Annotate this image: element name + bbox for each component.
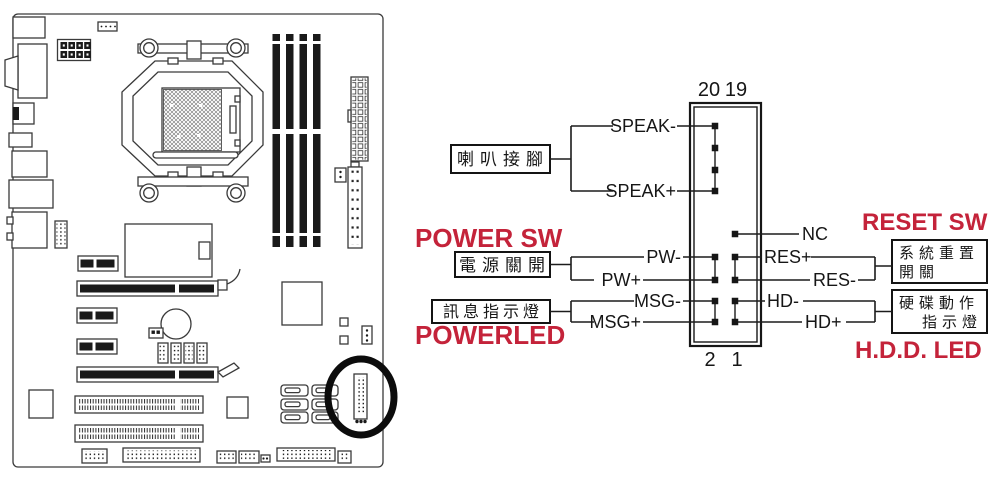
pin-number-19: 19: [725, 79, 747, 101]
msg-minus-label: MSG-: [634, 291, 681, 311]
hdd-box-label-line1: 硬碟動作: [899, 295, 979, 312]
cmos-battery: [148, 308, 192, 340]
reset-switch-box: [891, 239, 988, 284]
nc-label: NC: [802, 224, 828, 244]
pci-slots: [74, 395, 204, 443]
reset-sw-title: RESET SW: [862, 209, 988, 236]
southbridge-chip: [281, 281, 323, 326]
front-panel-header: [353, 373, 368, 424]
hdd-led-box: [891, 289, 988, 334]
cpu-socket: [121, 38, 264, 203]
pin-number-20: 20: [698, 79, 720, 101]
northbridge-chip: [124, 223, 213, 278]
pw-minus-label: PW-: [646, 247, 681, 267]
pinout-diagram: 20 19 2 1 SPEAK- SPEAK+ PW- PW+ MSG- MSG…: [415, 79, 988, 371]
msg-plus-label: MSG+: [589, 312, 641, 332]
hdd-box-label-line2: 指示燈: [922, 314, 982, 331]
vga-port: [4, 55, 19, 91]
speaker-box: [450, 144, 551, 174]
pw-plus-label: PW+: [601, 270, 641, 290]
motherboard-illustration: [4, 13, 398, 468]
usb-headers: [157, 342, 208, 364]
speak-minus-label: SPEAK-: [610, 116, 676, 136]
highlight-circle: [324, 355, 398, 439]
pcie-x1-slots: [76, 255, 119, 355]
small-chip: [339, 335, 349, 345]
super-io-chip: [226, 396, 249, 419]
res-plus-label: RES+: [764, 247, 812, 267]
bottom-headers: [81, 447, 352, 464]
speaker-box-label: 喇叭接腳: [457, 150, 549, 169]
connection-lines: [550, 125, 892, 323]
reset-box-label-line2: 開關: [899, 264, 939, 281]
hd-plus-label: HD+: [805, 312, 842, 332]
small-chip: [339, 317, 349, 327]
pin-number-1: 1: [731, 349, 742, 371]
header-outline-inner: [693, 106, 758, 343]
dimm-slots: [271, 34, 322, 247]
bios-chip: [28, 389, 54, 419]
speak-plus-label: SPEAK+: [605, 181, 676, 201]
rear-io-ports: [4, 16, 68, 249]
power-led-title: POWERLED: [415, 320, 565, 350]
atx-24pin-connector: [347, 76, 369, 162]
hdd-led-title: H.D.D. LED: [855, 337, 982, 364]
fan-header-3pin: [361, 325, 373, 345]
res-minus-label: RES-: [813, 270, 856, 290]
header-pins: [711, 122, 739, 326]
cpu-fan-header: [97, 21, 118, 32]
power-sw-box-label: 電源關開: [459, 256, 551, 275]
hd-minus-label: HD-: [767, 291, 799, 311]
pin-number-2: 2: [704, 349, 715, 371]
pcie-x16-slots: [76, 268, 241, 383]
atx12v-8pin-connector: [56, 38, 92, 62]
reset-box-label-line1: 系統重置: [899, 245, 979, 262]
power-switch-box: [454, 251, 551, 278]
power-sw-title: POWER SW: [415, 223, 563, 253]
ide-connector: [334, 161, 363, 249]
power-led-box-label: 訊息指示燈: [443, 303, 543, 321]
